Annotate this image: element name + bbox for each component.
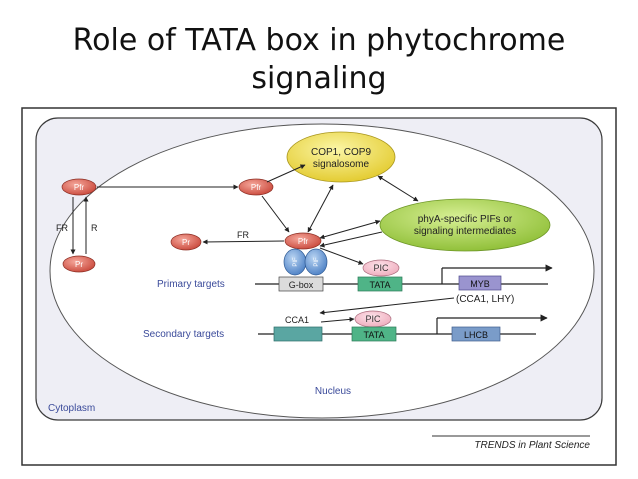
source-credit: TRENDS in Plant Science [474,440,590,451]
lhcb-label: LHCB [464,330,488,340]
pfr-cytoplasm [61,178,97,196]
cop-label-line-1: COP1, COP9 [311,147,371,158]
pfr-cytoplasm-label: Pfr [74,183,85,192]
pic-primary [362,259,400,277]
pif-label-2: PIF [314,257,320,267]
cca1-label: CCA1 [285,315,309,325]
pr-nucleus-label: Pr [182,238,190,247]
phya-label-line-1: phyA-specific PIFs or [418,214,513,225]
gbox-element [278,276,324,292]
phya-label-line-2: signaling intermediates [414,226,516,237]
pic-secondary-label: PIC [365,314,381,324]
primary-targets-label: Primary targets [157,279,225,290]
nucleus-label: Nucleus [315,386,351,397]
pfr-nucleus [284,232,322,250]
slide-title: Role of TATA box in phytochrome signalin… [0,22,638,98]
pif-oval-2 [304,248,328,276]
pr-cytoplasm-label: Pr [75,260,83,269]
pfr-nuclear-edge-label: Pfr [251,183,262,192]
fr-reversion-arrow [202,239,285,245]
pfr-pic-arrow [319,247,364,265]
tata-primary [357,276,403,292]
cca1-pic-arrow [320,316,355,323]
cop-label-line-2: signalosome [313,159,370,170]
gbox-label: G-box [289,280,314,290]
fr-label-left: FR [56,223,68,233]
cytoplasm-label: Cytoplasm [48,403,95,414]
pic-primary-label: PIC [373,263,389,273]
pfr-nucleus-label: Pfr [298,237,309,246]
slide-title-line-1: Role of TATA box in phytochrome [72,23,566,58]
cca1-binding-element [273,326,323,342]
fr-label-nucleus: FR [237,230,249,240]
pfr-nuclear-edge [238,178,274,196]
cop-phya-arrow [377,175,419,202]
cop1-cop9-signalosome [286,131,396,183]
pif-label-1: PIF [293,257,299,267]
myb-to-cca1-arrow [319,297,455,315]
cca1-lhy-label: (CCA1, LHY) [456,294,514,305]
slide-title-line-2: signaling [251,61,387,96]
myb-label: MYB [470,279,490,289]
myb-gene [458,275,502,291]
pfr-to-center-arrow [261,195,290,233]
tata-secondary [351,326,397,342]
secondary-targets-label: Secondary targets [143,329,224,340]
r-label-left: R [91,223,98,233]
pr-cytoplasm [62,255,96,273]
tata-secondary-label: TATA [364,330,385,340]
lhcb-gene [451,326,501,342]
pfr-phya-arrow-2 [319,231,383,248]
pfr-cop-arrow [307,184,334,233]
pfr-phya-arrow-1 [319,219,381,240]
pfr-edge-cop-arrow [266,164,306,183]
phya-specific-pifs [379,198,551,252]
tata-primary-label: TATA [370,280,391,290]
pr-nucleus [170,233,202,251]
